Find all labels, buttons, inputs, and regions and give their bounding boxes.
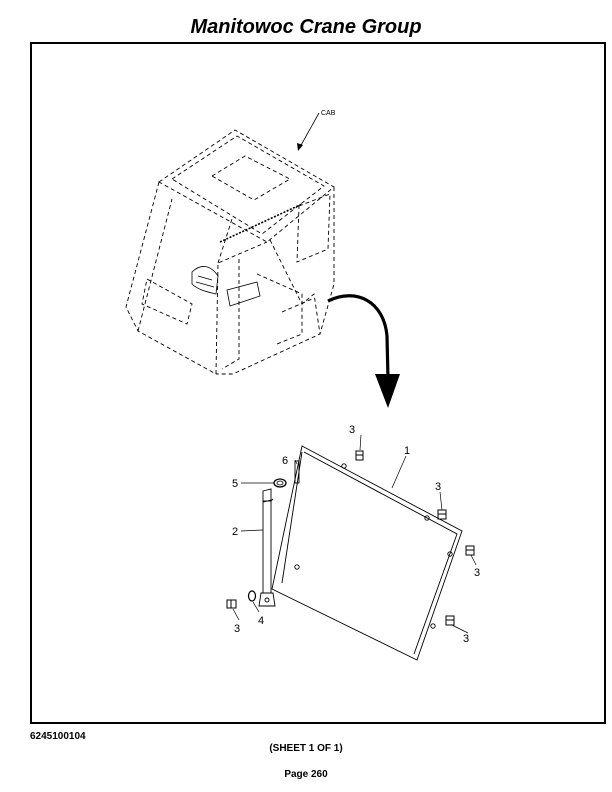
screw-right-upper <box>437 509 447 520</box>
document-number: 6245100104 <box>30 731 86 742</box>
cab-interior-detail <box>191 203 303 307</box>
curved-arrow <box>327 294 390 380</box>
washer <box>247 590 257 602</box>
panel <box>271 445 463 661</box>
page-number: Page 260 <box>284 769 328 780</box>
screw-right-lower <box>445 615 455 626</box>
callout-3-screw-right-mid: 3 <box>474 567 480 579</box>
cab-leader <box>299 112 320 148</box>
cab-outline <box>125 129 335 375</box>
callout-4-washer: 4 <box>258 615 264 627</box>
curved-arrow-head <box>375 374 400 408</box>
page-title: Manitowoc Crane Group <box>190 16 422 38</box>
leader-lines <box>232 434 477 634</box>
callout-6-clip: 6 <box>282 455 288 467</box>
clip <box>294 460 300 484</box>
bracket <box>258 488 276 607</box>
callout-3-screw-right-lower: 3 <box>463 633 469 645</box>
screw-top <box>355 450 364 461</box>
diagram-frame: CAB 1 2 3 3 3 3 3 4 5 6 <box>30 42 606 724</box>
screw-right-mid <box>465 545 475 556</box>
parts-diagram: CAB 1 2 3 3 3 3 3 4 5 6 <box>125 110 480 661</box>
callout-3-screw-right-upper: 3 <box>435 481 441 493</box>
callout-2-bracket: 2 <box>232 526 238 538</box>
cab-label: CAB <box>321 110 336 117</box>
callout-3-screw-top: 3 <box>349 424 355 436</box>
callout-5-grommet: 5 <box>232 478 238 490</box>
grommet <box>273 478 287 488</box>
screw-left <box>226 599 237 609</box>
callout-1-panel: 1 <box>404 445 410 457</box>
sheet-indicator: (SHEET 1 OF 1) <box>269 743 343 754</box>
callout-3-screw-left: 3 <box>234 623 240 635</box>
cab-leader-arrowhead <box>297 143 303 151</box>
